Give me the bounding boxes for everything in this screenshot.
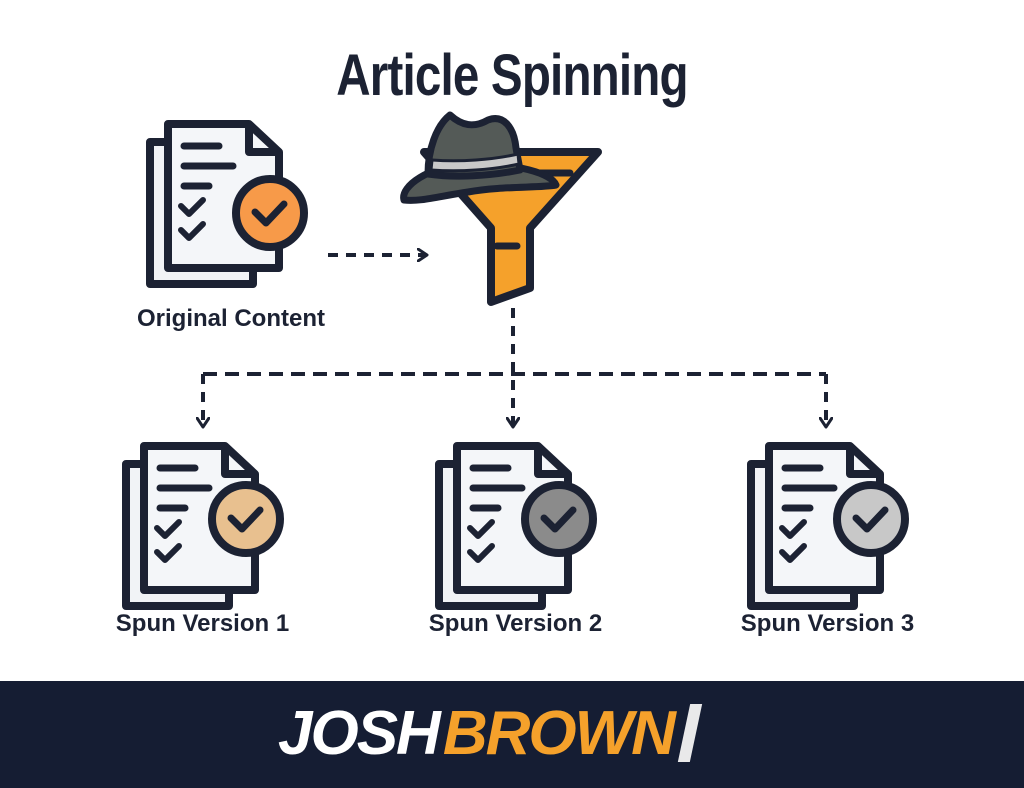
brand-logo: JOSH BROWN (278, 693, 703, 773)
footer-banner: JOSH BROWN (0, 681, 1024, 788)
spun-version-3-icon (751, 446, 909, 606)
spun-version-1-icon (126, 446, 284, 606)
spun-version-3-label: Spun Version 3 (740, 610, 915, 637)
logo-second-word: BROWN (442, 698, 676, 768)
logo-first-word: JOSH (278, 698, 441, 768)
logo-slash-mark (677, 704, 703, 762)
original-badge (232, 175, 308, 251)
spun-version-2-icon (439, 446, 597, 606)
funnel-with-hat-icon (400, 111, 602, 306)
hat-icon (400, 111, 560, 204)
original-content-icon (150, 124, 308, 284)
branch-connector (203, 308, 826, 426)
spun-version-2-label: Spun Version 2 (428, 610, 603, 637)
original-content-label: Original Content (137, 305, 325, 332)
spun-version-1-label: Spun Version 1 (115, 610, 290, 637)
flow-diagram (0, 111, 909, 680)
diagram-title: Article Spinning (336, 43, 688, 108)
